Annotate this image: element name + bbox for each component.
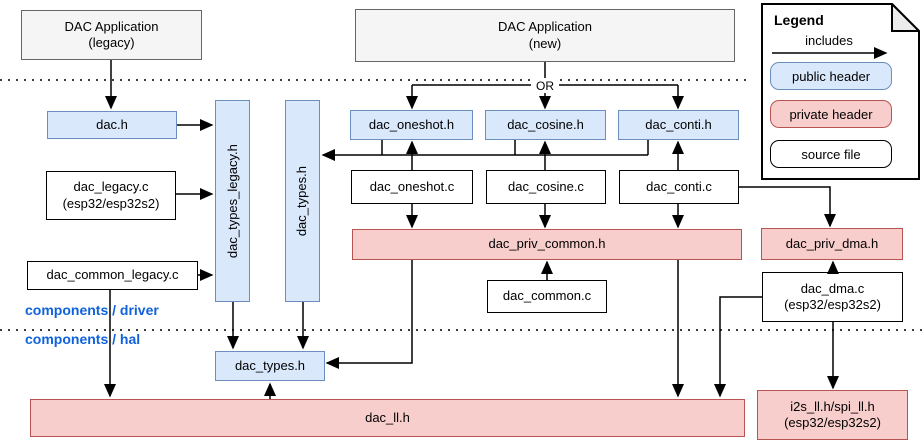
node-dac-legacy-c: dac_legacy.c (esp32/esp32s2) [46, 171, 176, 220]
or-branch-lines [381, 62, 678, 155]
legend-private-header-chip: private header [770, 100, 892, 128]
arrow-priv-common-to-types-hal [325, 260, 413, 369]
node-dac-common-legacy-c: dac_common_legacy.c [27, 261, 198, 290]
node-dac-types-legacy-h-label: dac_types_legacy.h [224, 144, 240, 258]
legend-source-file-chip: source file [770, 140, 892, 168]
app-driver-separator-line [0, 79, 752, 81]
legend: Legend includes public header private he… [761, 3, 920, 180]
node-dac-oneshot-h: dac_oneshot.h [350, 110, 473, 140]
node-dac-oneshot-c: dac_oneshot.c [351, 170, 473, 204]
node-dac-cosine-c: dac_cosine.c [486, 170, 606, 204]
node-dac-application-legacy: DAC Application (legacy) [21, 10, 202, 60]
legend-title: Legend [774, 12, 824, 28]
node-dac-dma-c: dac_dma.c (esp32/esp32s2) [762, 272, 903, 322]
node-dac-ll-h: dac_ll.h [30, 399, 745, 437]
layer-label-components-hal: components / hal [25, 331, 141, 347]
node-i2s-ll-spi-ll-h: i2s_ll.h/spi_ll.h (esp32/esp32s2) [757, 390, 908, 440]
node-dac-common-c: dac_common.c [487, 280, 607, 313]
legend-public-header-chip: public header [770, 62, 892, 90]
node-dac-h: dac.h [47, 111, 177, 139]
node-dac-types-legacy-h: dac_types_legacy.h [215, 100, 250, 302]
layer-label-components-driver: components / driver [25, 302, 159, 318]
node-dac-cosine-h: dac_cosine.h [485, 110, 606, 140]
or-label: OR [531, 78, 559, 93]
node-dac-conti-h: dac_conti.h [618, 110, 739, 140]
driver-hal-separator-line [0, 329, 923, 331]
node-dac-conti-c: dac_conti.c [619, 170, 739, 204]
node-dac-types-h-hal: dac_types.h [215, 351, 325, 381]
node-dac-types-h-driver: dac_types.h [285, 100, 320, 302]
arrow-conti-c-to-priv-dma [738, 186, 836, 228]
node-dac-types-h-driver-label: dac_types.h [294, 165, 310, 237]
node-dac-priv-dma-h: dac_priv_dma.h [761, 228, 903, 260]
node-dac-priv-common-h: dac_priv_common.h [352, 229, 742, 260]
arrow-dma-c-to-dac-ll [714, 296, 762, 398]
legend-includes-label: includes [805, 33, 853, 48]
node-dac-application-new: DAC Application (new) [355, 9, 735, 62]
